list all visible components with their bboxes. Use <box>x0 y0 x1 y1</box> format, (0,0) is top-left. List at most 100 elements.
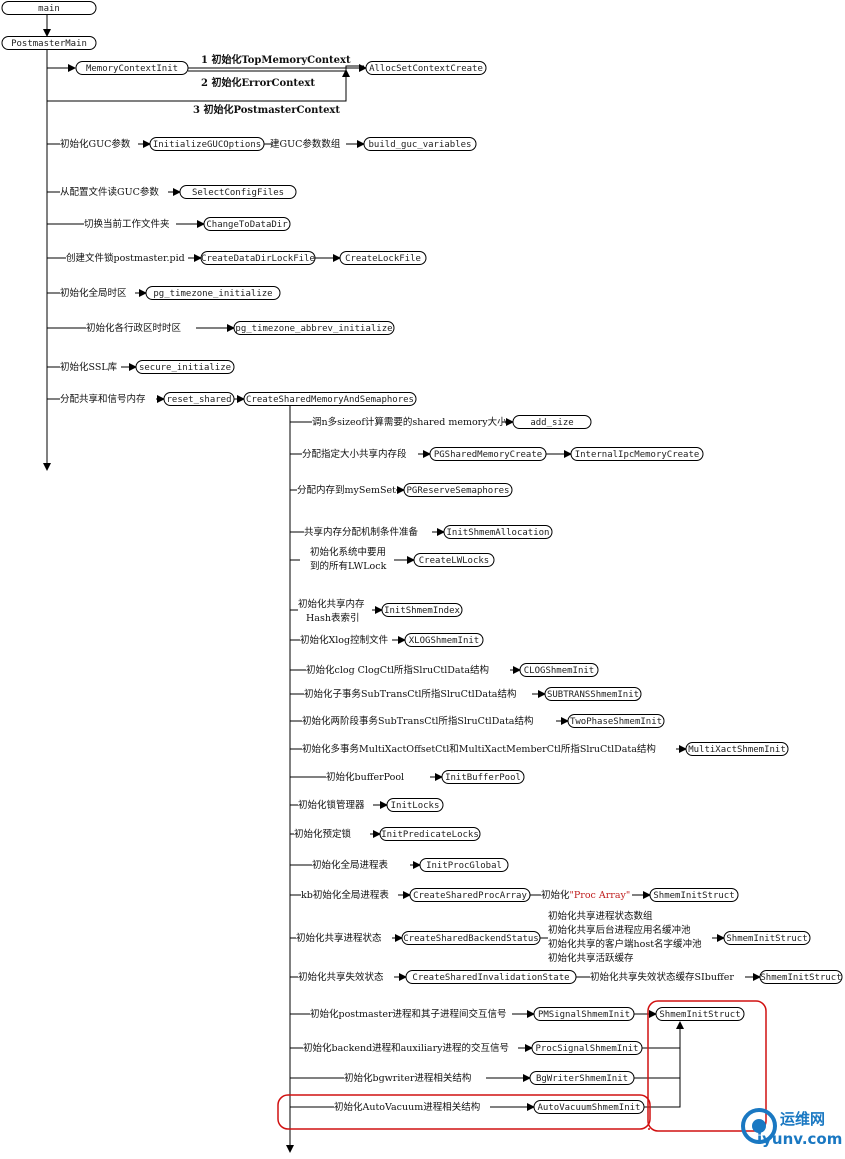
label-build-guc-array: 建GUC参数数组 <box>270 138 341 150</box>
node-frame <box>163 392 235 406</box>
node-frame <box>443 525 553 539</box>
node-frame <box>401 931 541 945</box>
node-pg-shared-memory-create[interactable]: PGSharedMemoryCreate <box>429 447 547 461</box>
node-init-shmem-index[interactable]: InitShmemIndex <box>381 603 463 617</box>
node-frame <box>363 137 477 151</box>
node-two-phase-shmem-init[interactable]: TwoPhaseShmemInit <box>567 714 665 728</box>
node-create-lock-file[interactable]: CreateLockFile <box>339 251 427 265</box>
node-create-shared-proc-array[interactable]: CreateSharedProcArray <box>409 888 531 902</box>
node-init-shmem-allocation[interactable]: InitShmemAllocation <box>443 525 553 539</box>
node-label: pg_timezone_initialize <box>153 289 272 299</box>
node-label: PGReserveSemaphores <box>407 486 510 496</box>
label-init-ssl: 初始化SSL库 <box>60 361 118 373</box>
label-alloc-my-sem-set: 分配内存到mySemSet <box>297 484 396 496</box>
node-label: CreateSharedBackendStatus <box>403 934 538 944</box>
node-frame <box>75 61 189 75</box>
node-xlog-shmem-init[interactable]: XLOGShmemInit <box>404 633 484 647</box>
node-frame <box>403 483 513 497</box>
node-create-lw-locks[interactable]: CreateLWLocks <box>413 553 495 567</box>
label-error-context: 2 初始化ErrorContext <box>201 76 315 89</box>
node-frame <box>200 251 316 265</box>
label-init-proc-array: 初始化"Proc Array" <box>541 889 630 901</box>
node-shmem-init-struct-4[interactable]: ShmemInitStruct <box>655 1007 745 1021</box>
node-frame <box>149 137 265 151</box>
label-change-work-dir: 切换当前工作文件夹 <box>84 218 170 230</box>
node-label: InitShmemIndex <box>384 606 460 616</box>
node-change-to-data-dir[interactable]: ChangeToDataDir <box>203 217 291 231</box>
node-pm-signal-shmem-init[interactable]: PMSignalShmemInit <box>533 1007 635 1021</box>
node-frame <box>759 970 843 984</box>
node-secure-initialize[interactable]: secure_initialize <box>135 360 235 374</box>
node-alloc-set-context-create[interactable]: AllocSetContextCreate <box>365 61 487 75</box>
node-subtrans-shmem-init[interactable]: SUBTRANSShmemInit <box>544 687 642 701</box>
node-label: InitShmemAllocation <box>447 528 550 538</box>
node-shmem-init-struct-1[interactable]: ShmemInitStruct <box>649 888 739 902</box>
node-reset-shared[interactable]: reset_shared <box>163 392 235 406</box>
node-postmaster-main[interactable]: PostmasterMain <box>1 36 97 50</box>
node-frame <box>1 36 97 50</box>
node-pg-reserve-semaphores[interactable]: PGReserveSemaphores <box>403 483 513 497</box>
node-init-buffer-pool[interactable]: InitBufferPool <box>441 770 525 784</box>
label-init-lwlocks-1: 初始化系统中要用 <box>310 546 386 558</box>
node-pg-timezone-abbrev-initialize[interactable]: pg_timezone_abbrev_initialize <box>233 321 395 335</box>
node-frame <box>413 553 495 567</box>
node-frame <box>365 61 487 75</box>
watermark-ring <box>741 1108 777 1144</box>
node-frame <box>655 1007 745 1021</box>
node-frame <box>533 1100 645 1114</box>
node-proc-signal-shmem-init[interactable]: ProcSignalShmemInit <box>531 1041 643 1055</box>
label-init-shmem-hash-1: 初始化共享内存 <box>298 598 365 610</box>
node-label: InitializeGUCOptions <box>153 140 261 150</box>
label-postmaster-context: 3 初始化PostmasterContext <box>193 103 340 116</box>
connector-path <box>644 1076 681 1108</box>
node-init-predicate-locks[interactable]: InitPredicateLocks <box>379 827 481 841</box>
node-main[interactable]: main <box>1 1 97 15</box>
node-label: ProcSignalShmemInit <box>536 1044 639 1054</box>
label-init-autovacuum: 初始化AutoVacuum进程相关结构 <box>334 1101 480 1113</box>
node-label: BgWriterShmemInit <box>536 1074 628 1084</box>
node-label: InternalIpcMemoryCreate <box>575 450 700 460</box>
connector-arrows <box>43 14 761 1153</box>
label-init-clog: 初始化clog ClogCtl所指SlruCtlData结构 <box>306 664 489 676</box>
node-clog-shmem-init[interactable]: CLOGShmemInit <box>519 663 599 677</box>
label-backend-status-4: 初始化共享活跃缓存 <box>548 952 634 964</box>
label-init-lwlocks-2: 到的所有LWLock <box>310 560 387 572</box>
label-init-si-buffer: 初始化共享失效状态缓存SIbuffer <box>590 971 734 983</box>
node-frame <box>570 447 704 461</box>
node-label: PMSignalShmemInit <box>538 1010 630 1020</box>
label-read-guc-from-config: 从配置文件读GUC参数 <box>60 186 159 198</box>
node-shmem-init-struct-2[interactable]: ShmemInitStruct <box>723 931 811 945</box>
node-multi-xact-shmem-init[interactable]: MultiXactShmemInit <box>685 742 789 756</box>
label-shmem-alloc-prep: 共享内存分配机制条件准备 <box>304 526 419 538</box>
node-auto-vacuum-shmem-init[interactable]: AutoVacuumShmemInit <box>533 1100 645 1114</box>
node-memory-context-init[interactable]: MemoryContextInit <box>75 61 189 75</box>
node-label: ChangeToDataDir <box>206 220 288 230</box>
node-create-shared-backend-status[interactable]: CreateSharedBackendStatus <box>401 931 541 945</box>
node-build-guc-variables[interactable]: build_guc_variables <box>363 137 477 151</box>
node-add-size[interactable]: add_size <box>512 415 592 429</box>
node-create-shared-invalidation-state[interactable]: CreateSharedInvalidationState <box>405 970 577 984</box>
node-create-shared-memory-and-semaphores[interactable]: CreateSharedMemoryAndSemaphores <box>243 392 417 406</box>
node-frame <box>409 888 531 902</box>
label-backend-status-3: 初始化共享的客户端host名字缓冲池 <box>548 938 702 950</box>
node-label: AutoVacuumShmemInit <box>538 1103 641 1113</box>
node-internal-ipc-memory-create[interactable]: InternalIpcMemoryCreate <box>570 447 704 461</box>
node-init-proc-global[interactable]: InitProcGlobal <box>419 858 509 872</box>
node-create-data-dir-lock-file[interactable]: CreateDataDirLockFile <box>200 251 316 265</box>
node-label: pg_timezone_abbrev_initialize <box>235 324 392 334</box>
node-shmem-init-struct-3[interactable]: ShmemInitStruct <box>759 970 843 984</box>
node-initialize-guc-options[interactable]: InitializeGUCOptions <box>149 137 265 151</box>
node-bg-writer-shmem-init[interactable]: BgWriterShmemInit <box>529 1071 635 1085</box>
node-label: ShmemInitStruct <box>760 973 841 983</box>
node-pg-timezone-initialize[interactable]: pg_timezone_initialize <box>145 286 281 300</box>
node-select-config-files[interactable]: SelectConfigFiles <box>179 185 297 199</box>
label-init-xlog: 初始化Xlog控制文件 <box>300 634 389 646</box>
label-init-postmaster-signal: 初始化postmaster进程和其子进程间交互信号 <box>310 1008 507 1020</box>
label-init-backend-status: 初始化共享进程状态 <box>296 932 382 944</box>
connector-lines <box>46 50 681 1146</box>
node-init-locks[interactable]: InitLocks <box>386 798 444 812</box>
node-label: InitPredicateLocks <box>381 830 479 840</box>
label-create-lock-file: 创建文件锁postmaster.pid <box>66 252 185 264</box>
